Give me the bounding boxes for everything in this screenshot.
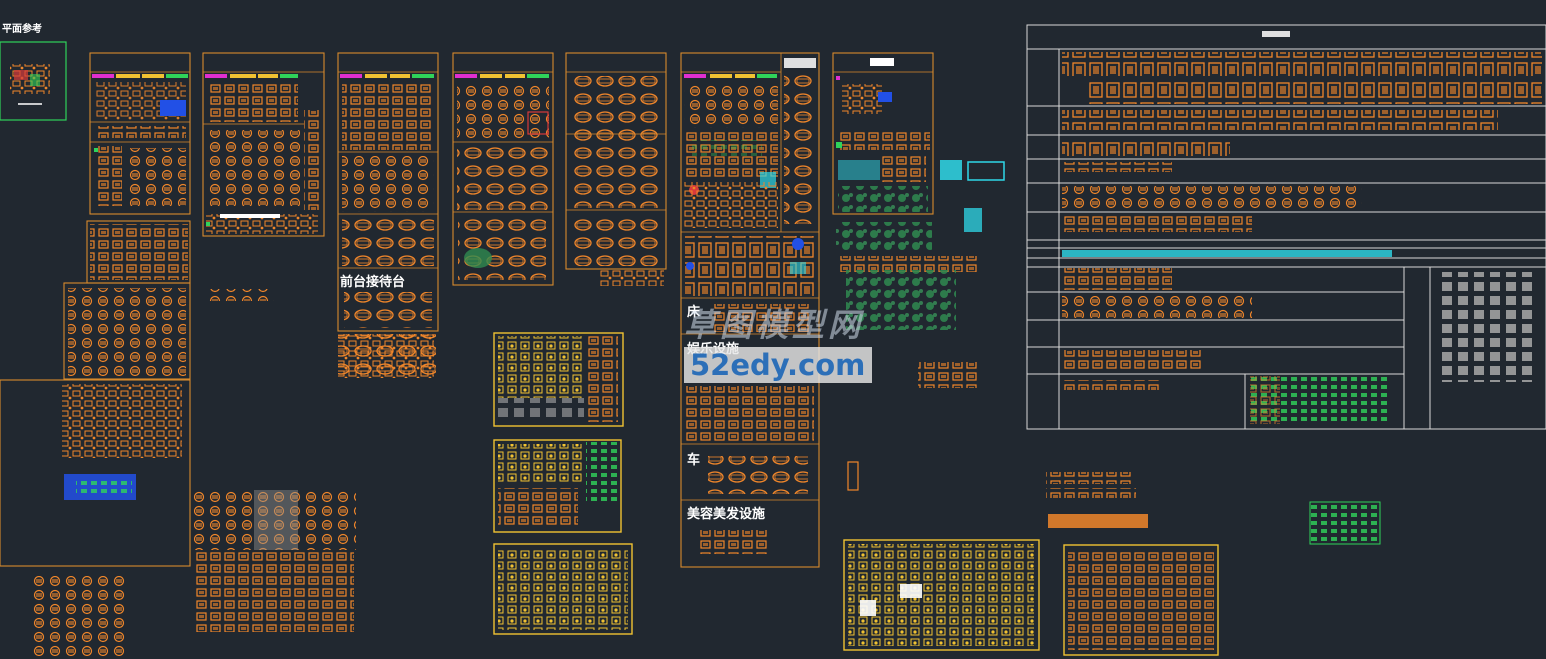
yellow-frame-2[interactable] — [493, 439, 622, 533]
furniture-sheet-1[interactable] — [89, 52, 191, 215]
furniture-sheet-4[interactable] — [452, 52, 554, 286]
yellow-frame-4[interactable] — [843, 539, 1040, 651]
yellow-frame-5[interactable] — [1063, 544, 1219, 656]
furniture-sheet-2[interactable] — [202, 52, 325, 237]
furniture-library-table[interactable] — [1026, 24, 1546, 430]
front-desk-label: 前台接待台 — [340, 275, 406, 290]
watermark-site-name: 草图模型网 — [684, 306, 865, 344]
yellow-frame-1[interactable] — [493, 332, 624, 427]
loose-items[interactable] — [1046, 472, 1381, 545]
bottom-furniture-cluster[interactable] — [194, 490, 356, 632]
left-furniture-blocks[interactable] — [0, 220, 436, 656]
furniture-sheet-6[interactable] — [680, 52, 820, 568]
beauty-label: 美容美发设施 — [687, 507, 766, 522]
furniture-sheet-3[interactable] — [337, 52, 439, 378]
plants-block[interactable] — [836, 222, 980, 491]
yellow-frame-3[interactable] — [493, 543, 633, 635]
plan-reference-label: 平面参考 — [2, 24, 42, 35]
plan-reference-thumbnail[interactable] — [0, 41, 67, 121]
car-label: 车 — [687, 453, 701, 468]
watermark-site-url: 52edy.com — [684, 347, 872, 383]
furniture-sheet-5[interactable] — [565, 52, 667, 286]
bed-label: 床 — [687, 305, 701, 320]
furniture-sheet-7[interactable] — [832, 52, 1005, 232]
